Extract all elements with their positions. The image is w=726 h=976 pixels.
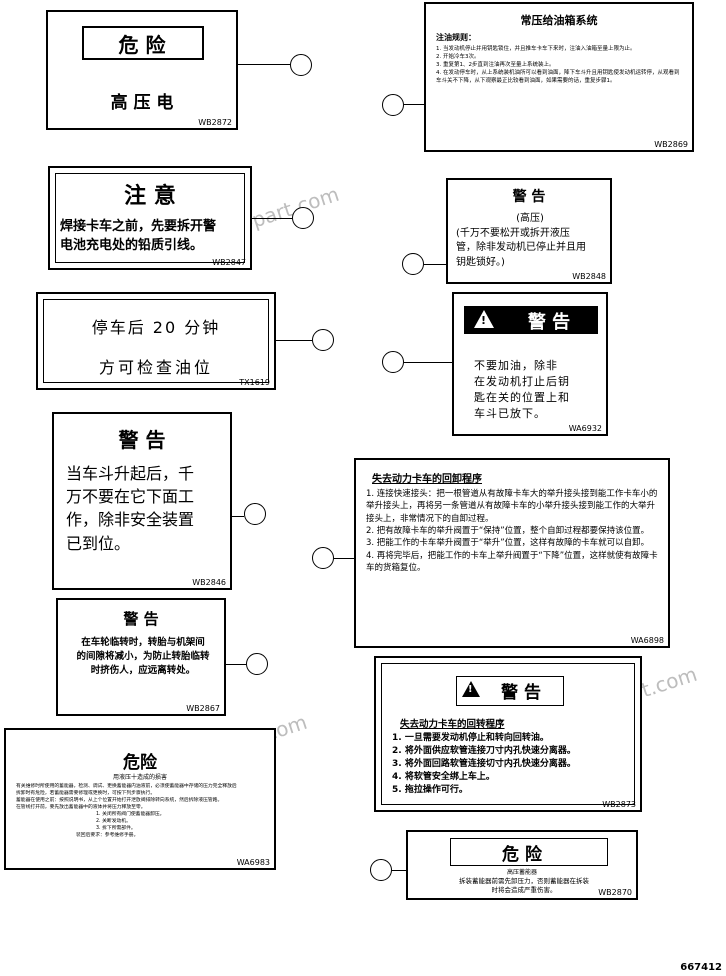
figure-number: 667412 [680, 962, 722, 973]
label-body: 高 压 电 [110, 93, 174, 113]
part-code: WA6932 [568, 424, 602, 433]
leader-line [238, 64, 290, 65]
label-subtitle: 注油规则： [436, 33, 476, 42]
label-title: 危 险 [502, 845, 542, 865]
title-box [456, 676, 564, 706]
label-title: 警 告 [123, 610, 159, 628]
label-body: 1. 一旦需要发动机停止和转向回转油。 2. 将外面供应软管连接刀寸内孔快速分离… [392, 733, 576, 796]
label-title: 警 告 [118, 428, 166, 452]
part-code: WB2872 [198, 118, 232, 127]
label-line: 方可检查油位 [98, 358, 213, 377]
inner-border [381, 663, 635, 805]
label-title: 警 告 [512, 189, 546, 205]
callout-bubble[interactable] [382, 94, 404, 116]
title-box [450, 838, 608, 866]
leader-line [232, 516, 244, 517]
label-body: 1. 当发动机停止并用钥匙锁住，并且推车卡车下来时，注油入油箱至量上限为止。 2… [436, 46, 680, 84]
dump-procedure-label: 失去动力卡车的回卸程序 1. 连接快速接头：把一根管道从有故障卡车大的举升接头接… [354, 458, 670, 648]
part-code: WB2870 [598, 888, 632, 897]
label-body: 当车斗升起后，千 万不要在它下面工 作，除非安全装置 已到位。 [66, 464, 195, 553]
danger-high-voltage-label: 危 险 高 压 电 WB2872 [46, 10, 238, 130]
warning-hydraulic-label: 警 告 (高压) (千万不要松开或拆开液压 管，除非发动机已停止并且用 钥匙锁好… [446, 178, 612, 284]
oil-tank-system-label: 常压给油箱系统 注油规则： 1. 当发动机停止并用钥匙锁住，并且推车卡车下来时，… [424, 2, 694, 152]
part-code: WB2873 [602, 800, 636, 809]
part-code: WB2867 [186, 704, 220, 713]
part-code: WA6983 [236, 858, 270, 867]
label-title: 常压给油箱系统 [520, 14, 598, 27]
warning-tire-label: 警 告 在车轮临转时，转胎与机架间 的间隙将减小，为防止转胎临转 时挤伤人，应远… [56, 598, 226, 716]
part-code: WB2847 [212, 258, 246, 267]
label-body: 1. 连接快速接头：把一根管道从有故障卡车大的举升接头接到能工作卡车小的举升接头… [366, 489, 658, 573]
callout-bubble[interactable] [292, 207, 314, 229]
part-code: TX1619 [239, 378, 270, 387]
callout-bubble[interactable] [290, 54, 312, 76]
callout-bubble[interactable] [312, 329, 334, 351]
label-body: 有关维修时所使用的蓄能器，检测、调试、更换蓄能器内油液前，必须使蓄能器中存储的压… [16, 784, 237, 838]
part-code: WB2869 [654, 140, 688, 149]
callout-bubble[interactable] [244, 503, 266, 525]
leader-line [226, 664, 246, 665]
callout-bubble[interactable] [402, 253, 424, 275]
label-subtitle: 失去动力卡车的回转程序 [400, 719, 505, 730]
exclamation-mark: ! [481, 314, 487, 327]
callout-bubble[interactable] [246, 653, 268, 675]
label-title: 危险 [123, 753, 157, 773]
label-body: 焊接卡车之前，先要拆开警 电池充电处的铅质引线。 [60, 219, 217, 253]
warning-triangle-icon [474, 310, 494, 328]
caution-welding-label: 注 意 焊接卡车之前，先要拆开警 电池充电处的铅质引线。 WB2847 [48, 166, 252, 270]
leader-line [276, 340, 312, 341]
warning-steering-procedure-label: ! 警 告 失去动力卡车的回转程序 1. 一旦需要发动机停止和转向回转油。 2.… [374, 656, 642, 812]
label-subtitle: 用液压十造成的损害 [112, 774, 167, 781]
inner-border [43, 299, 269, 383]
part-code: WB2846 [192, 578, 226, 587]
label-title: 失去动力卡车的回卸程序 [372, 474, 482, 485]
label-line: 停车后 20 分钟 [91, 318, 221, 337]
label-body: 拆装蓄能器前需先卸压力，否则蓄能器在拆装 时将会造成严重伤害。 [459, 877, 589, 895]
leader-line [252, 218, 292, 219]
warning-refuel-label: ! 警 告 不要加油，除非 在发动机打止后钥 匙在关的位置上和 车斗已放下。 W… [452, 292, 608, 436]
leader-line [334, 558, 354, 559]
oil-check-label: 停车后 20 分钟 方可检查油位 TX1619 [36, 292, 276, 390]
leader-line [404, 362, 452, 363]
label-body: (高压) (千万不要松开或拆开液压 管，除非发动机已停止并且用 钥匙锁好。) [456, 213, 586, 268]
part-code: WB2848 [572, 272, 606, 281]
leader-line [392, 870, 406, 871]
exclamation-mark: ! [468, 684, 473, 695]
danger-accumulator-label: 危险 用液压十造成的损害 有关维修时所使用的蓄能器，检测、调试、更换蓄能器内油液… [4, 728, 276, 870]
label-title: 警 告 [501, 683, 541, 703]
callout-bubble[interactable] [312, 547, 334, 569]
callout-bubble[interactable] [382, 351, 404, 373]
warning-triangle-icon [462, 681, 480, 697]
label-subtitle: 高压蓄能器 [506, 869, 537, 876]
label-title: 注 意 [124, 183, 176, 209]
leader-line [424, 264, 446, 265]
part-code: WA6898 [630, 636, 664, 645]
label-title: 警 告 [527, 312, 571, 333]
label-title: 危 险 [118, 33, 166, 57]
callout-bubble[interactable] [370, 859, 392, 881]
label-body: 在车轮临转时，转胎与机架间 的间隙将减小，为防止转胎临转 时挤伤人，应远离转处。 [76, 637, 210, 676]
warning-dump-body-label: 警 告 当车斗升起后，千 万不要在它下面工 作，除非安全装置 已到位。 WB28… [52, 412, 232, 590]
leader-line [404, 104, 424, 105]
inner-border [55, 173, 245, 263]
label-body: 不要加油，除非 在发动机打止后钥 匙在关的位置上和 车斗已放下。 [474, 359, 570, 420]
danger-high-pressure-label: 危 险 高压蓄能器 拆装蓄能器前需先卸压力，否则蓄能器在拆装 时将会造成严重伤害… [406, 830, 638, 900]
